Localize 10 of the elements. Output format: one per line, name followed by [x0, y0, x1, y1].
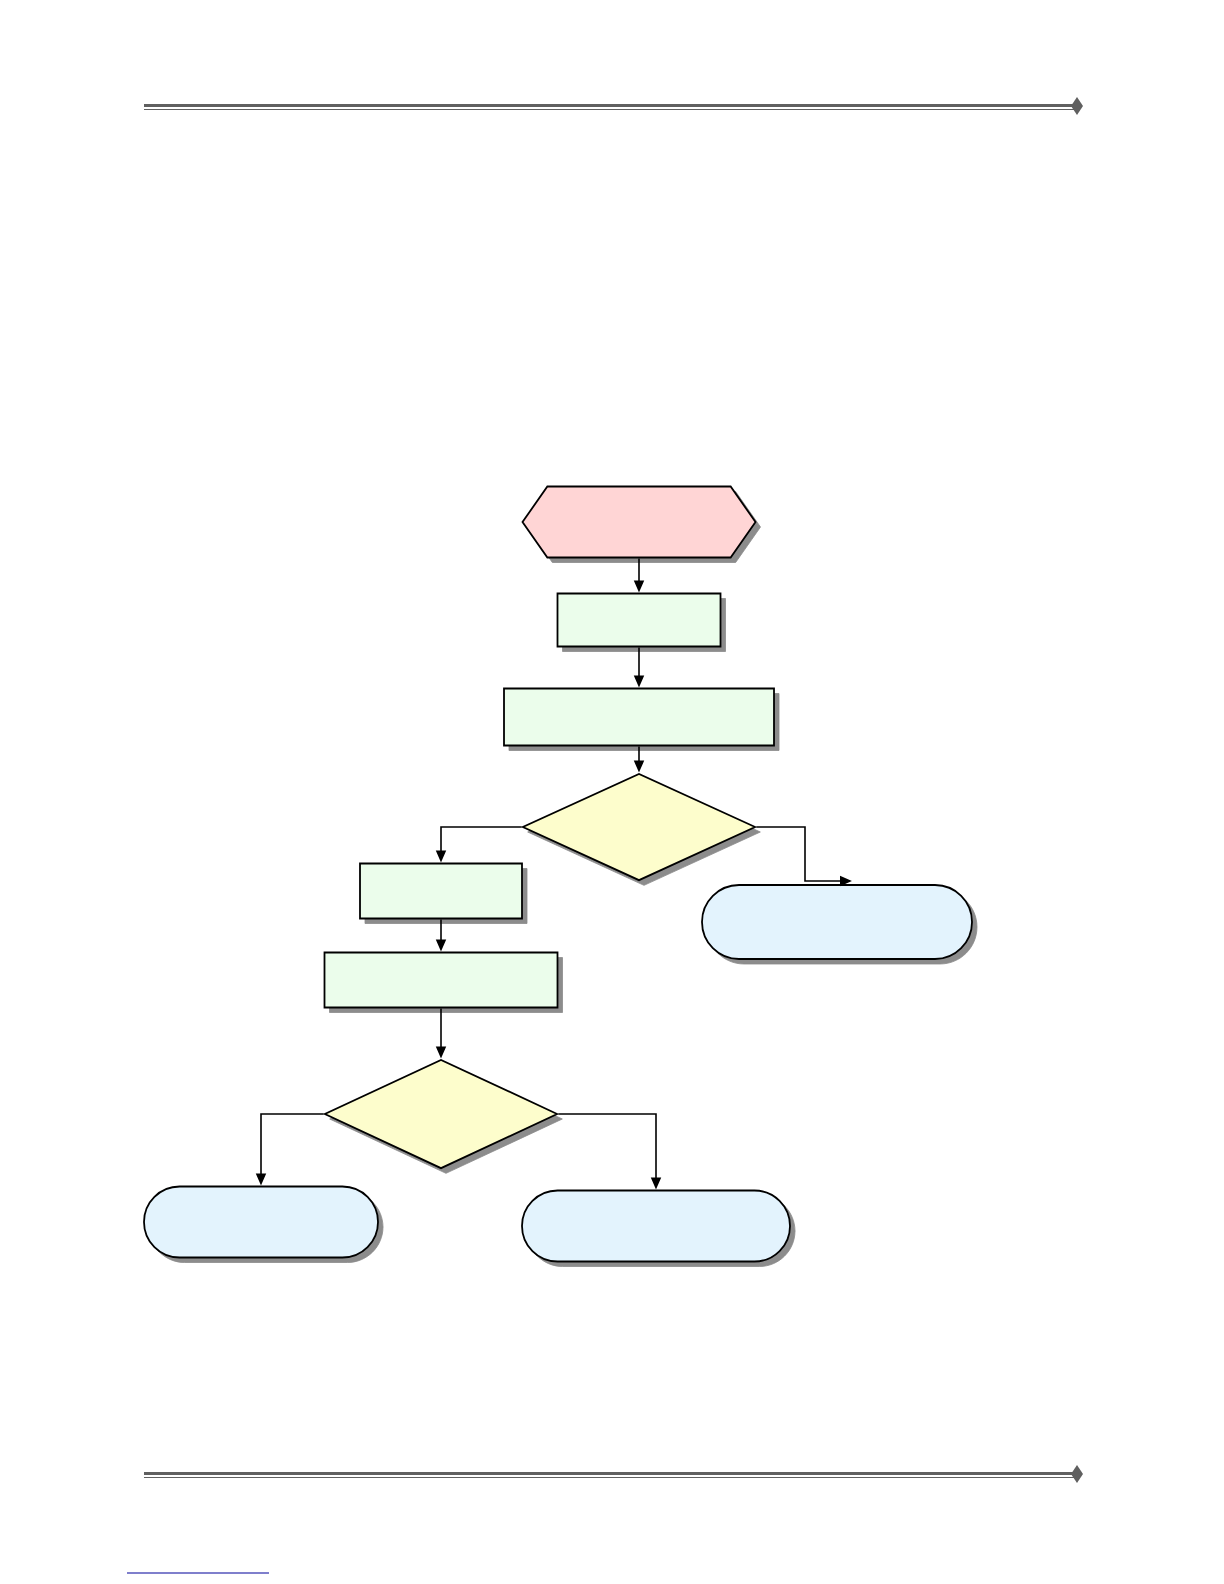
terminal-capsule — [143, 1185, 384, 1263]
terminal-capsule — [521, 1189, 796, 1267]
decision-diamond — [322, 1058, 563, 1174]
process-box — [359, 862, 528, 924]
decision-diamond — [520, 772, 761, 886]
process-box — [323, 951, 563, 1013]
process-box — [503, 687, 780, 751]
terminal-capsule — [701, 884, 978, 965]
hexagon-shape — [521, 485, 761, 563]
process-box — [556, 592, 726, 652]
